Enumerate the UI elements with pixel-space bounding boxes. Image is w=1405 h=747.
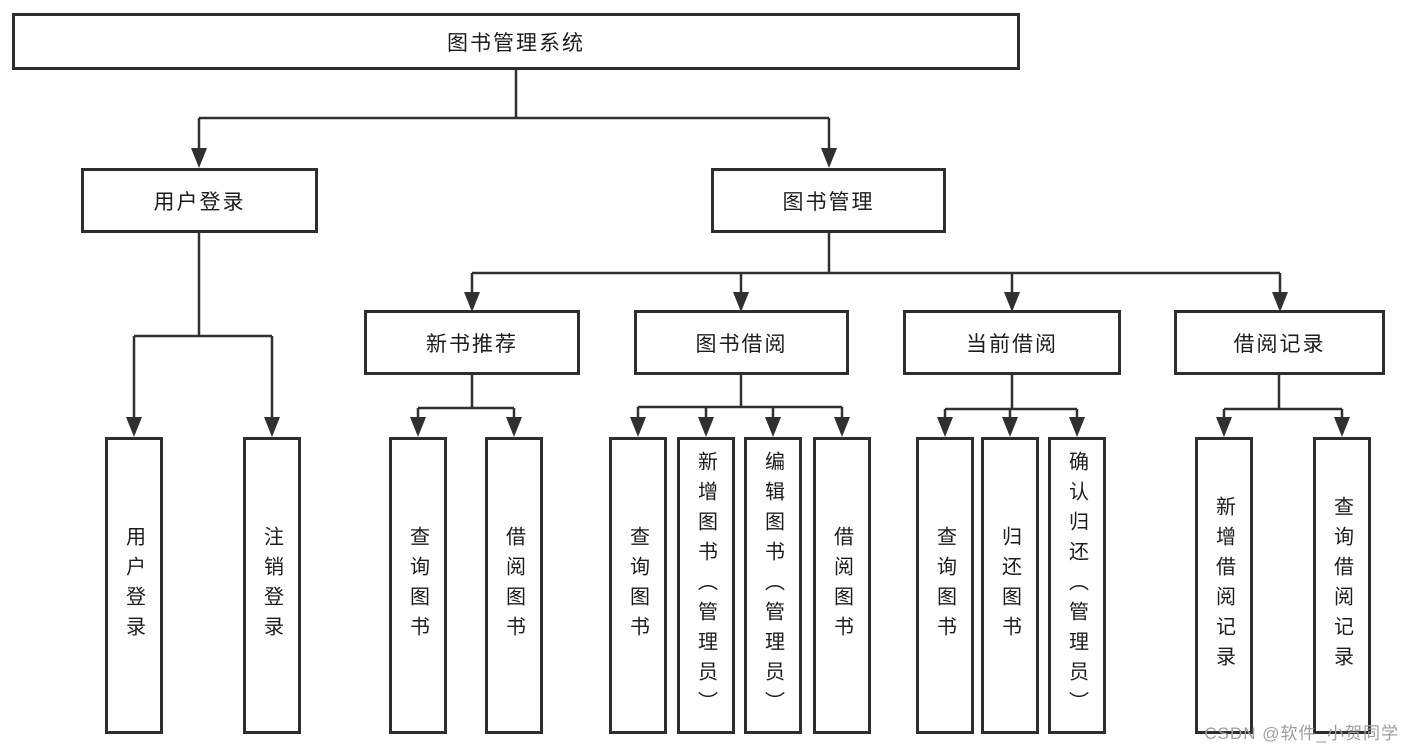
arrow-down-icon: [821, 148, 837, 168]
leaf-add-borrow-record: 新增借阅记录: [1195, 437, 1253, 734]
connector-user-login-branch: [132, 231, 274, 419]
arrow-down-icon: [1002, 417, 1018, 437]
arrow-down-icon: [1216, 417, 1232, 437]
arrow-down-icon: [630, 417, 646, 437]
leaf-user-login: 用户登录: [105, 437, 163, 734]
leaf-return-books: 归还图书: [981, 437, 1039, 734]
node-root-library-system: 图书管理系统: [12, 13, 1020, 70]
leaf-logout: 注销登录: [243, 437, 301, 734]
arrow-down-icon: [191, 148, 207, 168]
connector-root-to-level2: [197, 70, 831, 150]
leaf-borrow-books: 借阅图书: [813, 437, 871, 734]
leaf-add-books-admin: 新增图书（管理员）: [677, 437, 735, 734]
arrow-down-icon: [834, 417, 850, 437]
csdn-watermark: CSDN @软件_小贺同学: [1204, 724, 1399, 743]
leaf-edit-books-admin: 编辑图书（管理员）: [744, 437, 802, 734]
arrow-down-icon: [506, 417, 522, 437]
node-book-borrowing: 图书借阅: [634, 310, 849, 375]
arrow-down-icon: [126, 417, 142, 437]
arrow-down-icon: [1272, 292, 1288, 312]
arrow-down-icon: [733, 292, 749, 312]
arrow-down-icon: [464, 292, 480, 312]
node-user-login: 用户登录: [81, 168, 318, 233]
arrow-down-icon: [1004, 292, 1020, 312]
leaf-query-books-recommend: 查询图书: [389, 437, 447, 734]
arrow-down-icon: [264, 417, 280, 437]
node-new-book-recommend: 新书推荐: [364, 310, 580, 375]
arrow-down-icon: [1069, 417, 1085, 437]
node-borrowing-records: 借阅记录: [1174, 310, 1385, 375]
leaf-query-books-borrowing: 查询图书: [609, 437, 667, 734]
node-book-management: 图书管理: [711, 168, 946, 233]
arrow-down-icon: [410, 417, 426, 437]
connector-borrow-record-branch: [1222, 373, 1344, 419]
leaf-confirm-return-admin: 确认归还（管理员）: [1048, 437, 1106, 734]
connector-book-borrow-branch: [636, 373, 844, 419]
connector-book-mgmt-branch: [470, 231, 1282, 294]
connector-current-borrow-branch: [943, 373, 1079, 419]
arrow-down-icon: [1334, 417, 1350, 437]
leaf-query-borrow-record: 查询借阅记录: [1313, 437, 1371, 734]
leaf-borrow-books-recommend: 借阅图书: [485, 437, 543, 734]
connector-new-book-branch: [416, 373, 516, 419]
arrow-down-icon: [765, 417, 781, 437]
leaf-query-books-current: 查询图书: [916, 437, 974, 734]
arrow-down-icon: [698, 417, 714, 437]
arrow-down-icon: [937, 417, 953, 437]
node-current-borrowing: 当前借阅: [903, 310, 1121, 375]
